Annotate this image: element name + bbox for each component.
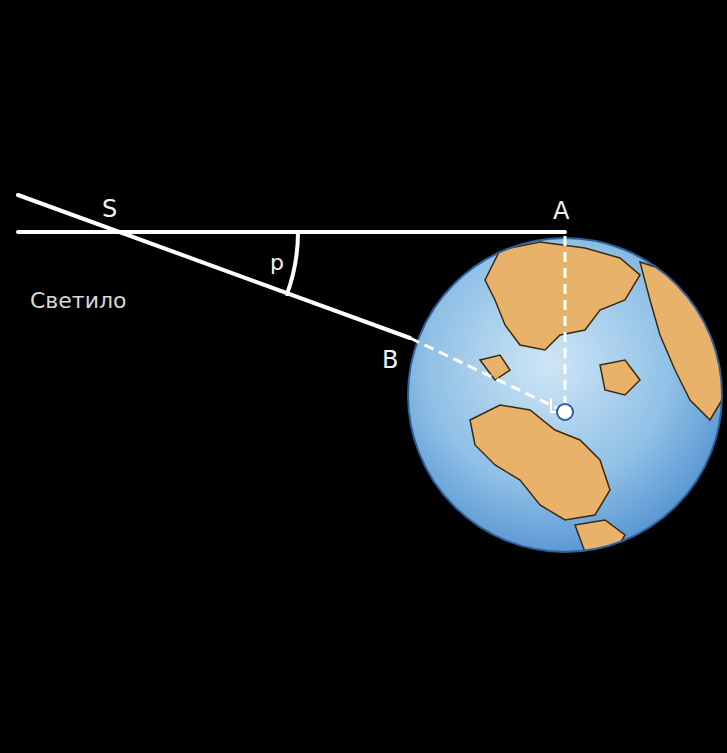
- point-label: S: [102, 197, 117, 221]
- sight-lines: [18, 195, 565, 338]
- radius-lines: [410, 236, 565, 408]
- angle-label: p: [270, 252, 284, 274]
- point-label: A: [553, 199, 569, 223]
- object-label: Светило: [30, 290, 127, 312]
- point-label: B: [382, 348, 398, 372]
- earth-center: [557, 404, 573, 420]
